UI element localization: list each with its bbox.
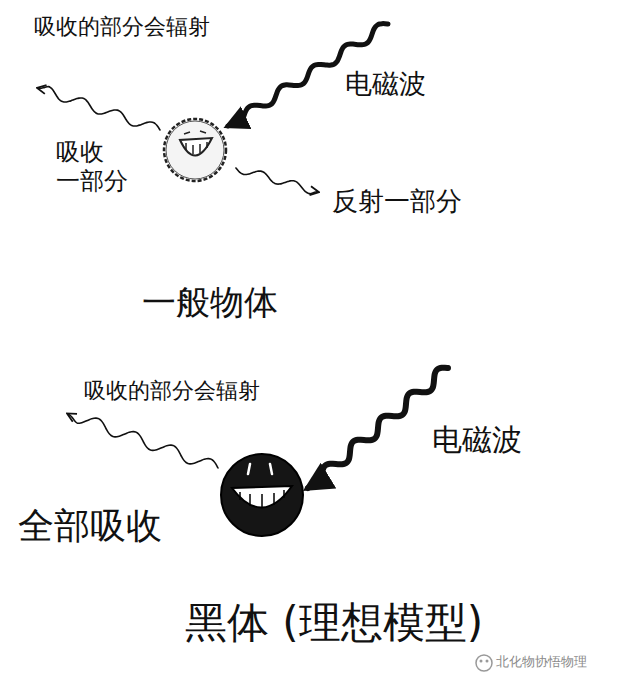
reflected-wave [236, 168, 318, 194]
note-label: 吸收的部分会辐射 [84, 378, 260, 404]
general-object [164, 119, 226, 181]
emitted-wave [38, 87, 160, 130]
emitted-wave [68, 414, 218, 468]
note-label: 吸收 一部分 [56, 138, 142, 196]
wave-label: 电磁波 [345, 68, 426, 100]
note-label: 吸收的部分会辐射 [34, 14, 210, 40]
note-label: 全部吸收 [18, 504, 162, 547]
black-body [221, 454, 303, 536]
watermark: 北化物协悟物理 [496, 654, 587, 670]
incoming-wave [308, 368, 448, 488]
wave-label: 电磁波 [432, 422, 522, 458]
section-caption: 黑体 (理想模型) [185, 598, 483, 648]
note-label: 反射一部分 [332, 186, 462, 217]
watermark-icon [476, 655, 492, 671]
section-caption: 一般物体 [142, 282, 278, 323]
